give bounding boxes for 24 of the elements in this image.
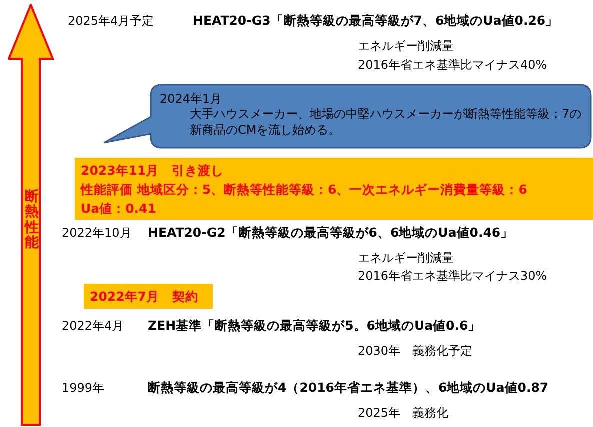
- highlight-box: [84, 284, 213, 309]
- note-text: 2030年 義務化予定: [358, 343, 473, 360]
- event-text: 2023年11月 引き渡し: [81, 162, 226, 180]
- note-text: 2025年 義務化: [358, 405, 449, 422]
- standard-text: HEAT20‐G2「断熱等級の最高等級が6、6地域のUa値0.46」: [148, 225, 514, 242]
- axis-label: 断熱性能: [25, 190, 39, 252]
- standard-text: 断熱等級の最高等級が4（2016年省エネ基準）、6地域のUa値0.87: [148, 380, 549, 397]
- standard-text: HEAT20‐G3「断熱等級の最高等級が7、6地域のUa値0.26」: [193, 13, 559, 30]
- event-text: 性能評価 地域区分：5、断熱等性能等級：6、一次エネルギー消費量等級：6: [81, 181, 528, 199]
- note-text: エネルギー削減量: [358, 250, 454, 267]
- note-text: 1999年: [62, 380, 105, 397]
- note-text: 2025年4月予定: [68, 13, 154, 30]
- note-text: 2022年4月: [62, 318, 124, 335]
- upward-arrow: [8, 4, 54, 426]
- event-text: Ua値：0.41: [81, 200, 158, 218]
- note-text: 2022年10月: [62, 225, 132, 242]
- highlight-box: [75, 158, 593, 220]
- note-text: 2016年省エネ基準比マイナス30%: [358, 268, 548, 285]
- note-text: エネルギー削減量: [358, 38, 454, 55]
- standard-text: ZEH基準「断熱等級の最高等級が5。6地域のUa値0.6」: [148, 318, 482, 335]
- date-text: 2024年1月: [160, 91, 222, 108]
- note-text: 大手ハウスメーカー、地場の中堅ハウスメーカーが断熱等性能等級：7の新商品のCMを流し始める。: [190, 107, 583, 138]
- event-text: 2022年7月 契約: [90, 288, 200, 306]
- note-text: 2016年省エネ基準比マイナス40%: [358, 57, 548, 74]
